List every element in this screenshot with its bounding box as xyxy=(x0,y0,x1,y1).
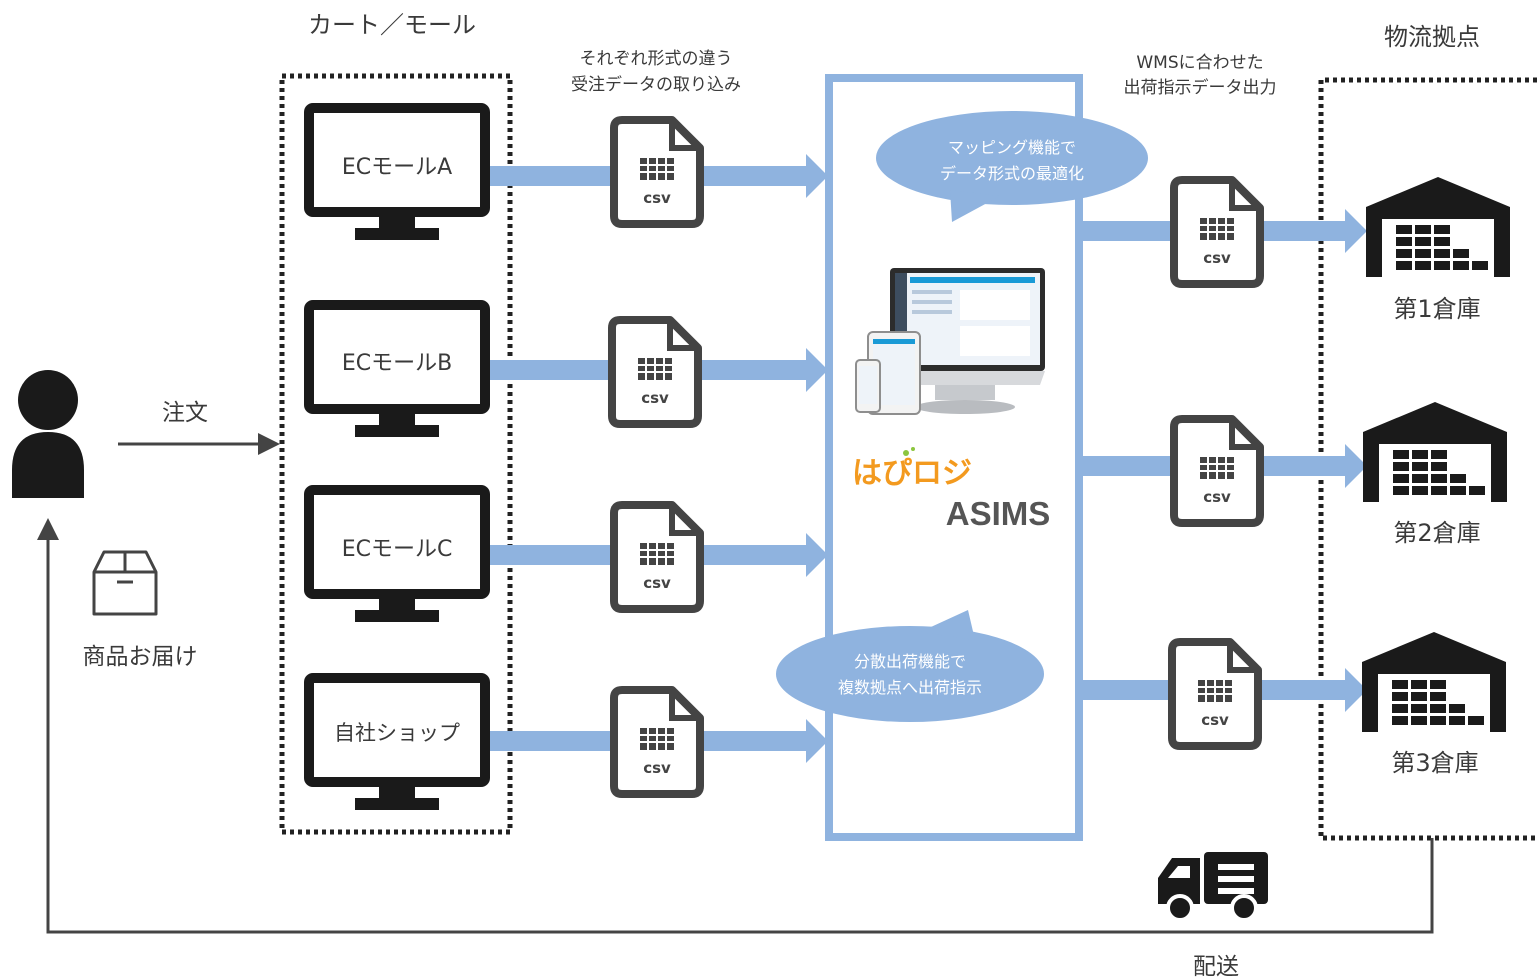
warehouse-1: 第1倉庫 xyxy=(1366,177,1510,323)
shop-label: ECモールC xyxy=(342,537,453,562)
svg-text:csv: csv xyxy=(1201,711,1229,729)
warehouse-label: 第3倉庫 xyxy=(1391,749,1478,777)
warehouse-icon xyxy=(1366,177,1510,277)
svg-text:csv: csv xyxy=(1203,488,1231,506)
import-note-line1: それぞれ形式の違う xyxy=(580,49,733,69)
shop-mall-c: ECモールC xyxy=(309,490,485,622)
export-note-line1: WMSに合わせた xyxy=(1136,53,1263,73)
order-label: 注文 xyxy=(162,400,208,426)
box-icon xyxy=(92,550,158,616)
mapping-bubble-line1: マッピング機能で xyxy=(948,138,1076,157)
distributed-bubble-line1: 分散出荷機能で xyxy=(854,652,966,671)
order-arrow xyxy=(118,433,280,455)
computer-devices-icon xyxy=(855,268,1045,415)
truck-icon xyxy=(1158,852,1268,922)
warehouse-label: 第1倉庫 xyxy=(1393,295,1480,323)
warehouse-3: 第3倉庫 xyxy=(1362,632,1506,777)
mapping-bubble-line2: データ形式の最適化 xyxy=(940,164,1084,183)
svg-text:csv: csv xyxy=(641,389,669,407)
svg-text:csv: csv xyxy=(643,189,671,207)
csv-file-icon: csv xyxy=(614,505,700,609)
product-name: ASIMS xyxy=(946,495,1051,532)
warehouse-2: 第2倉庫 xyxy=(1363,402,1507,547)
brand-logo-text: はぴロジ xyxy=(852,456,972,491)
shipping-label: 配送 xyxy=(1193,954,1239,978)
shop-label: ECモールA xyxy=(342,155,452,180)
csv-file-icon: csv xyxy=(614,120,700,224)
csv-file-icon: csv xyxy=(614,690,700,794)
warehouse-label: 第2倉庫 xyxy=(1393,519,1480,547)
warehouse-hub-heading: 物流拠点 xyxy=(1384,23,1480,51)
svg-text:csv: csv xyxy=(1203,249,1231,267)
csv-file-icon: csv xyxy=(1174,419,1260,523)
shop-mall-a: ECモールA xyxy=(309,108,485,240)
csv-file-icon: csv xyxy=(1172,642,1258,746)
cart-mall-frame xyxy=(279,73,513,835)
delivery-route xyxy=(37,518,1434,934)
distributed-shipping-bubble: 分散出荷機能で 複数拠点へ出荷指示 xyxy=(776,610,1044,722)
hapilogi-logo: はぴロジ xyxy=(852,447,972,491)
delivery-label: 商品お届け xyxy=(83,644,198,670)
shop-label: 自社ショップ xyxy=(334,721,460,745)
cart-mall-heading: カート／モール xyxy=(308,11,476,39)
warehouse-icon xyxy=(1363,402,1507,502)
svg-text:csv: csv xyxy=(643,574,671,592)
csv-file-icon: csv xyxy=(1174,180,1260,284)
csv-file-icon: csv xyxy=(612,320,698,424)
shop-mall-b: ECモールB xyxy=(309,305,485,437)
import-note-line2: 受注データの取り込み xyxy=(571,74,741,95)
warehouse-icon xyxy=(1362,632,1506,732)
distributed-bubble-line2: 複数拠点へ出荷指示 xyxy=(838,678,982,697)
svg-text:csv: csv xyxy=(643,759,671,777)
person-icon xyxy=(12,370,84,498)
export-note-line2: 出荷指示データ出力 xyxy=(1124,77,1277,98)
mapping-bubble: マッピング機能で データ形式の最適化 xyxy=(876,111,1148,222)
shop-own: 自社ショップ xyxy=(309,678,485,810)
shop-label: ECモールB xyxy=(342,351,452,376)
